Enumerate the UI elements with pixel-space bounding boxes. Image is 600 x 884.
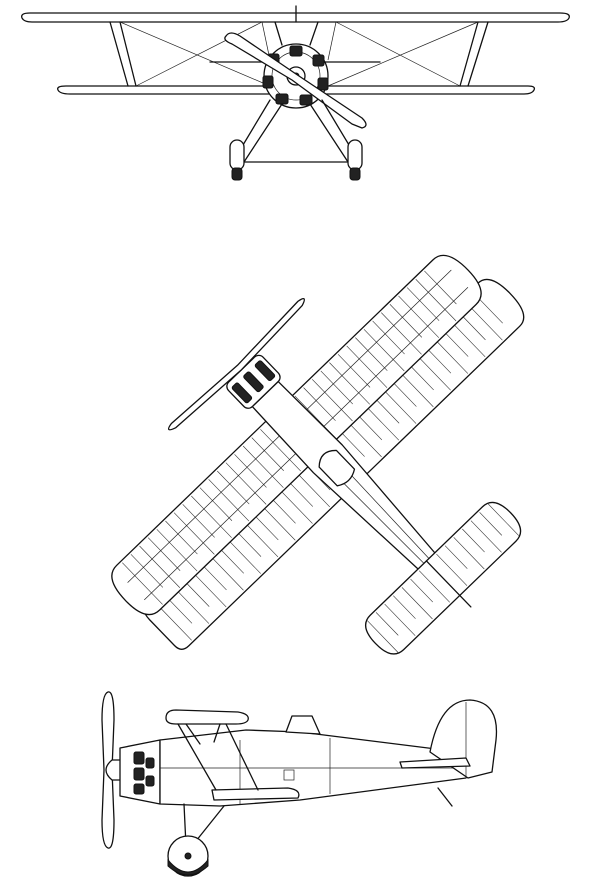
wing-rib	[156, 529, 198, 572]
wing-rib	[242, 445, 284, 488]
wing-rib	[147, 537, 181, 571]
side-lower-wing	[211, 787, 300, 801]
tail-rib	[375, 612, 399, 636]
side-undercarriage	[167, 803, 225, 877]
wing-rib	[424, 270, 457, 305]
side-view	[101, 691, 498, 877]
front-undercarriage	[229, 99, 363, 181]
wing-rib	[320, 370, 354, 405]
tail-rib	[453, 537, 485, 570]
wing-rib	[225, 462, 267, 505]
tail-rib	[418, 570, 450, 603]
wing-rib	[191, 495, 232, 538]
wing-rib	[337, 354, 371, 388]
wing-rib	[260, 429, 301, 472]
side-upper-wing	[165, 709, 249, 725]
tail-rib	[367, 620, 399, 653]
tail-rib	[436, 553, 468, 586]
wing-rib	[381, 312, 422, 355]
side-engine-cylinders	[133, 751, 155, 795]
wing-rib	[406, 287, 440, 321]
wing-rib	[303, 387, 336, 421]
tail-rib	[384, 603, 416, 636]
wing-rib	[415, 279, 457, 322]
wing-rib	[139, 545, 181, 588]
front-view	[21, 5, 570, 181]
wing-rib	[355, 337, 388, 371]
front-propeller	[224, 32, 367, 129]
top-cockpit	[318, 449, 356, 487]
wing-rib	[208, 479, 250, 522]
tail-rib	[393, 595, 416, 619]
wing-rib	[199, 487, 233, 521]
tail-rib	[401, 587, 433, 620]
front-bracing-wires	[119, 21, 479, 87]
wing-rib	[372, 320, 405, 355]
wing-rib	[398, 295, 440, 338]
top-view	[111, 254, 525, 655]
wing-rib	[363, 329, 405, 372]
side-cockpit	[285, 715, 321, 735]
wing-rib	[329, 362, 370, 405]
side-tailplane	[399, 757, 471, 769]
wing-rib	[251, 437, 284, 471]
tail-rib	[488, 503, 520, 536]
front-strut-left-outer	[109, 21, 129, 87]
wing-rib	[346, 345, 388, 388]
top-propeller	[167, 297, 305, 431]
top-rudder	[425, 560, 472, 608]
tail-rib	[470, 520, 502, 553]
wing-rib	[389, 304, 423, 338]
wing-rib	[234, 454, 267, 488]
tail-rib	[410, 578, 433, 603]
tail-rib	[444, 545, 468, 569]
front-engine-cylinders	[262, 45, 329, 106]
wing-rib	[173, 512, 215, 555]
wing-rib	[311, 379, 353, 422]
wing-rib	[182, 504, 215, 538]
side-tail-skid	[437, 787, 453, 807]
tail-rib	[462, 528, 485, 553]
wing-rib	[217, 470, 250, 505]
wing-rib	[130, 554, 164, 588]
front-strut-right-outer	[459, 21, 479, 87]
tail-rib	[479, 512, 503, 536]
wing-rib	[165, 520, 198, 555]
front-strut-right-inner	[467, 21, 489, 87]
side-fin-rudder	[429, 699, 498, 779]
wing-rib	[122, 562, 163, 605]
front-strut-left-inner	[119, 21, 137, 87]
